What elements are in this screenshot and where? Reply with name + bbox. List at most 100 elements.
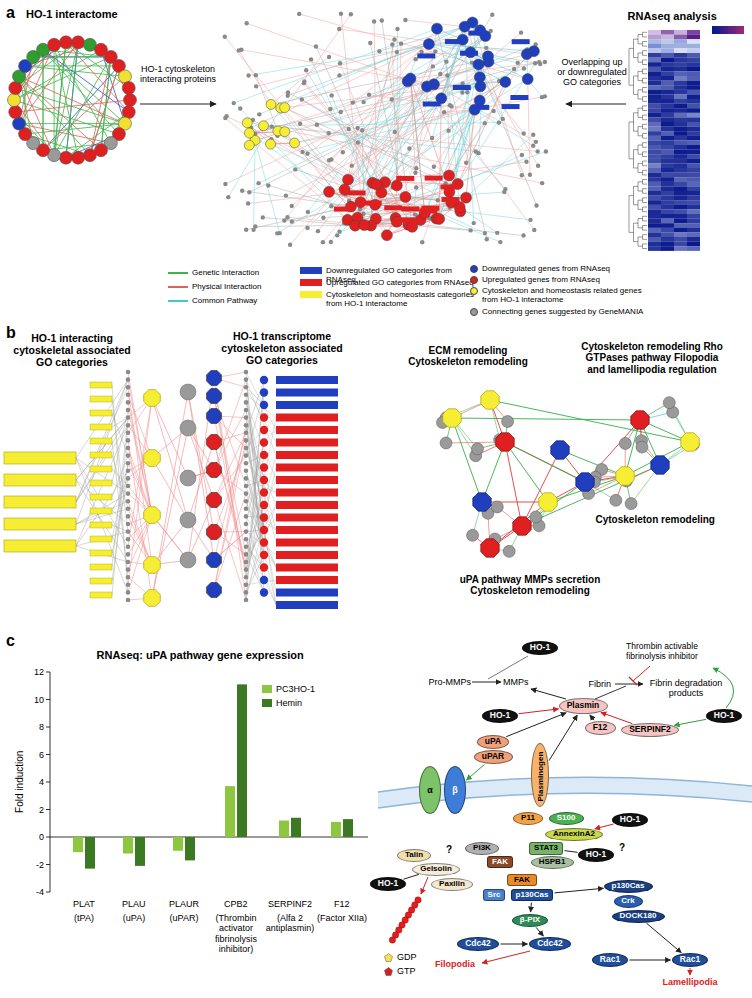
line: [316, 46, 396, 218]
heat-cell: [674, 94, 687, 99]
line: [638, 80, 643, 81]
go-category-network: [4, 370, 338, 609]
line: [308, 81, 408, 212]
connecting-gene: [244, 453, 249, 458]
connecting-gene: [223, 182, 227, 186]
bar: [185, 837, 195, 860]
gene-node: [280, 103, 290, 113]
heat-cell: [674, 99, 687, 104]
connecting-gene: [126, 469, 131, 474]
line: [634, 39, 639, 40]
legend-text: PC3HO-1: [276, 684, 315, 694]
heat-cell: [674, 200, 687, 205]
connecting-gene: [522, 66, 526, 70]
heat-cell: [661, 76, 674, 81]
heat-cell: [674, 191, 687, 196]
connecting-gene: [414, 185, 418, 189]
connecting-gene: [519, 30, 523, 34]
heat-cell: [674, 196, 687, 201]
line: [50, 837, 368, 838]
heat-cell: [674, 39, 687, 44]
connecting-gene: [180, 470, 196, 486]
go-category: [276, 576, 338, 584]
line: [66, 112, 129, 158]
connecting-gene: [438, 72, 442, 76]
color-key: [716, 26, 720, 34]
heat-cell: [661, 182, 674, 187]
label: Fold induction: [14, 751, 26, 813]
connecting-gene: [300, 150, 304, 154]
connecting-gene: [309, 57, 313, 61]
gene-node: [473, 59, 484, 70]
heat-cell: [648, 150, 661, 155]
label: a: [6, 4, 15, 22]
line: [256, 75, 278, 131]
heat-cell: [661, 131, 674, 136]
line: [643, 216, 648, 217]
connecting-gene: [536, 164, 540, 168]
label: 6: [39, 750, 44, 760]
go-category: [425, 176, 443, 181]
line: [625, 442, 690, 476]
connecting-gene: [472, 221, 476, 225]
line: [643, 193, 648, 194]
gene-node: [359, 220, 370, 231]
line: [505, 442, 585, 482]
connecting-gene: [460, 90, 464, 94]
connecting-gene: [392, 37, 396, 41]
gene-node: [421, 81, 432, 92]
protein-node: P11: [513, 812, 543, 825]
heat-cell: [661, 62, 674, 67]
protein-node: uPA: [477, 735, 509, 749]
line: [429, 44, 505, 82]
heat-cell: [661, 196, 674, 201]
connecting-gene: [126, 567, 131, 572]
connecting-gene: [126, 537, 131, 542]
label: ECM remodeling Cytoskeleton remodeling: [403, 345, 533, 368]
connecting-gene: [126, 491, 131, 496]
heat-cell: [648, 191, 661, 196]
connecting-gene: [350, 163, 354, 167]
line: [629, 195, 634, 196]
heat-cell: [674, 205, 687, 210]
label: Thrombin activable fibrinolysis inhibito…: [616, 642, 708, 662]
line: [643, 147, 648, 148]
connecting-gene: [377, 49, 381, 53]
legend-text: Cytoskeleton and homeostasis categories …: [326, 290, 476, 308]
line: [643, 96, 648, 97]
heat-cell: [648, 163, 661, 168]
gene-node: [13, 117, 26, 130]
connecting-gene: [247, 190, 251, 194]
actin-bead: [389, 937, 395, 943]
heat-cell: [687, 30, 700, 35]
legend-text: Physical Interaction: [192, 282, 261, 291]
line: [634, 76, 639, 77]
connecting-gene: [367, 93, 371, 97]
line: [446, 54, 527, 183]
gene-octagon: [207, 553, 222, 568]
node-text: Rac1: [680, 955, 700, 965]
go-category: [468, 31, 486, 36]
go-category: [276, 589, 338, 597]
node-text: Cdc42: [537, 939, 563, 949]
line: [629, 122, 630, 159]
line: [472, 682, 501, 683]
line: [357, 59, 415, 218]
heat-cell: [674, 154, 687, 159]
line: [638, 246, 643, 247]
gene-octagon: [496, 433, 514, 451]
gene-tag: [90, 382, 112, 388]
connecting-gene: [543, 94, 547, 98]
connecting-gene: [244, 370, 249, 375]
line: [638, 209, 643, 210]
connecting-gene: [244, 567, 249, 572]
line: [643, 124, 648, 125]
heat-cell: [687, 228, 700, 233]
line: [643, 92, 648, 93]
heat-cell: [674, 48, 687, 53]
heat-cell: [661, 219, 674, 224]
gene-tag: [90, 508, 112, 514]
connecting-gene: [126, 507, 131, 512]
connecting-gene: [520, 153, 524, 157]
connecting-gene: [314, 44, 318, 48]
